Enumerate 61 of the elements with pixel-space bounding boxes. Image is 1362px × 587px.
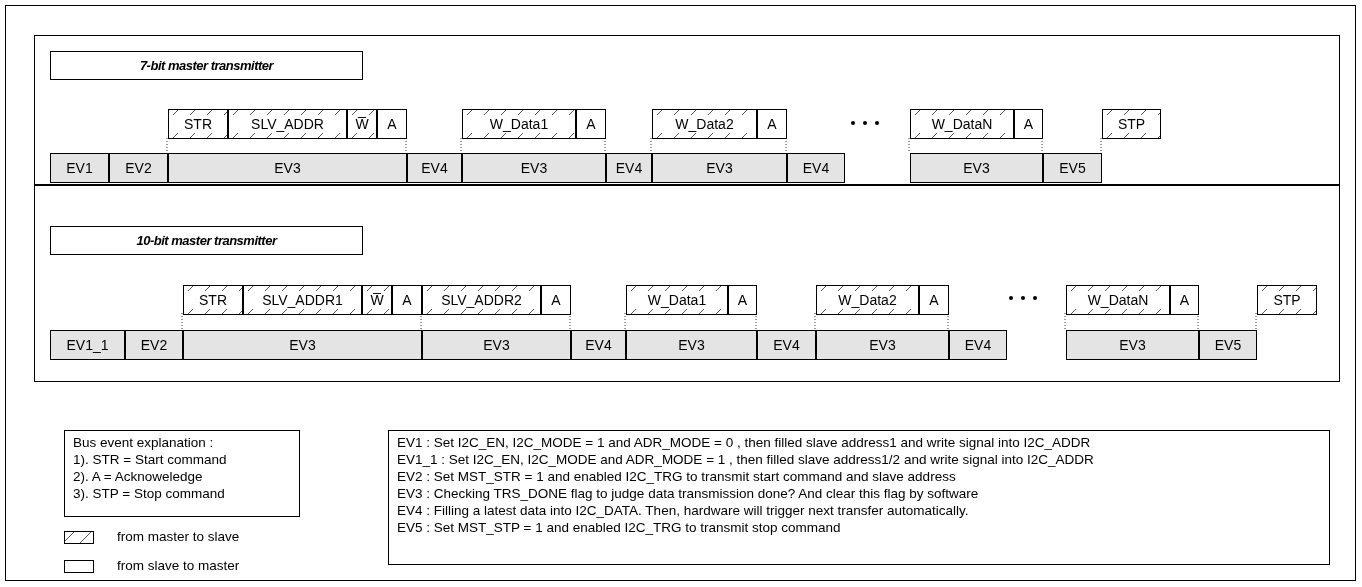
bus-event-cell: EV4 bbox=[407, 153, 462, 183]
bus-event-cell: EV3 bbox=[422, 330, 571, 360]
text-line: 1). STR = Start command bbox=[73, 451, 228, 468]
slave-to-master-field: A bbox=[541, 285, 571, 315]
text-line: EV3 : Checking TRS_DONE flag to judge data transmission done? And clear this flag by software bbox=[397, 485, 980, 502]
bus-event-cell: EV4 bbox=[757, 330, 816, 360]
text-line: EV4 : Filling a latest data into I2C_DATA. Then, hardware will trigger next transfer automatically. bbox=[397, 502, 970, 519]
bus-event-cell: EV3 bbox=[652, 153, 787, 183]
bus-event-cell: EV4 bbox=[949, 330, 1007, 360]
legend-label: from master to slave bbox=[117, 529, 240, 544]
bus-event-cell: EV4 bbox=[787, 153, 845, 183]
panel bbox=[34, 35, 1340, 185]
master-to-slave-field: W_DataN bbox=[1066, 285, 1170, 315]
slave-to-master-field: A bbox=[392, 285, 422, 315]
master-to-slave-field: W_DataN bbox=[910, 109, 1014, 139]
panel-title: 7-bit master transmitter bbox=[50, 51, 363, 80]
bus-event-cell: EV1_1 bbox=[50, 330, 125, 360]
master-to-slave-field: SLV_ADDR1 bbox=[243, 285, 362, 315]
bus-event-cell: EV5 bbox=[1043, 153, 1102, 183]
text-line: EV1_1 : Set I2C_EN, I2C_MODE and ADR_MODE = 1 , then filled slave address1/2 and write signal into I2C_ADDR bbox=[397, 451, 1095, 468]
bus-event-cell: EV1 bbox=[50, 153, 109, 183]
text-line: 3). STP = Stop command bbox=[73, 485, 226, 502]
master-to-slave-field: W_Data1 bbox=[626, 285, 728, 315]
panel-title: 10-bit master transmitter bbox=[50, 226, 363, 255]
master-to-slave-field: STP bbox=[1257, 285, 1317, 315]
master-to-slave-field: W̅ bbox=[347, 109, 377, 139]
legend-label: from slave to master bbox=[117, 558, 240, 573]
text-line: 2). A = Acknoweledge bbox=[73, 468, 204, 485]
master-to-slave-field: W_Data2 bbox=[816, 285, 919, 315]
text-line: Bus event explanation : bbox=[73, 434, 215, 451]
slave-to-master-field: A bbox=[919, 285, 949, 315]
slave-to-master-field: A bbox=[757, 109, 787, 139]
bus-event-cell: EV3 bbox=[1066, 330, 1199, 360]
master-to-slave-field: STR bbox=[183, 285, 243, 315]
slave-to-master-field: A bbox=[576, 109, 606, 139]
master-to-slave-field: W_Data1 bbox=[462, 109, 576, 139]
bus-event-cell: EV3 bbox=[168, 153, 407, 183]
master-to-slave-field: W̅ bbox=[362, 285, 392, 315]
bus-event-cell: EV3 bbox=[626, 330, 757, 360]
text-line: EV5 : Set MST_STP = 1 and enabled I2C_TRG to transmit stop command bbox=[397, 519, 842, 536]
master-to-slave-field: STR bbox=[168, 109, 228, 139]
text-line: EV1 : Set I2C_EN, I2C_MODE = 1 and ADR_MODE = 0 , then filled slave address1 and write signal into I2C_ADDR bbox=[397, 434, 1092, 451]
master-to-slave-field: W_Data2 bbox=[652, 109, 757, 139]
bus-event-cell: EV3 bbox=[462, 153, 606, 183]
bus-event-cell: EV3 bbox=[183, 330, 422, 360]
slave-to-master-field: A bbox=[1014, 109, 1043, 139]
bus-event-cell: EV4 bbox=[571, 330, 626, 360]
bus-event-cell: EV5 bbox=[1199, 330, 1257, 360]
bus-event-cell: EV3 bbox=[816, 330, 949, 360]
bus-event-cell: EV2 bbox=[125, 330, 183, 360]
slave-to-master-field: A bbox=[728, 285, 757, 315]
panel bbox=[34, 185, 1340, 382]
text-line: EV2 : Set MST_STR = 1 and enabled I2C_TRG to transmit start command and slave address bbox=[397, 468, 957, 485]
master-to-slave-field: SLV_ADDR bbox=[228, 109, 347, 139]
slave-to-master-field: A bbox=[1170, 285, 1199, 315]
bus-event-cell: EV3 bbox=[910, 153, 1043, 183]
bus-event-cell: EV2 bbox=[109, 153, 168, 183]
master-to-slave-field: SLV_ADDR2 bbox=[422, 285, 541, 315]
slave-to-master-field: A bbox=[377, 109, 407, 139]
master-to-slave-field: STP bbox=[1102, 109, 1161, 139]
bus-event-cell: EV4 bbox=[606, 153, 652, 183]
